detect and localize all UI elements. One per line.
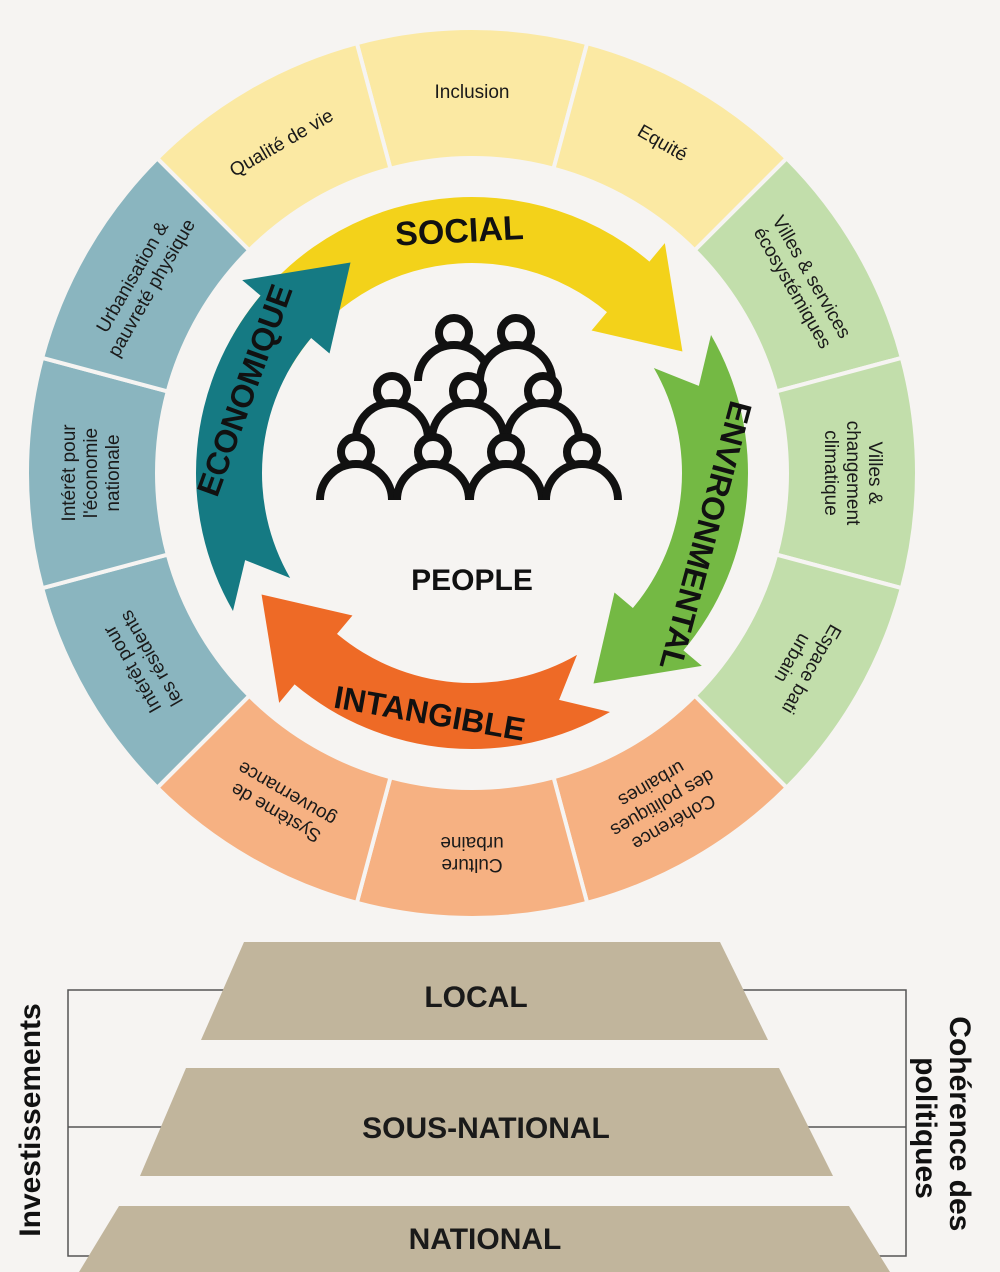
intangible-arrow: INTANGIBLE <box>261 594 610 749</box>
level-sous-national-label: SOUS-NATIONAL <box>362 1112 610 1145</box>
center-label: PEOPLE <box>411 564 533 597</box>
economique-arrow: ECONOMIQUE <box>190 262 351 611</box>
social-arrow-label: SOCIAL <box>394 209 524 254</box>
left-bracket <box>67 989 226 1257</box>
ring-segment-label: Cultureurbaine <box>440 832 503 875</box>
ring-segment-label-line: Villes & <box>864 441 885 504</box>
governance-levels: LOCAL SOUS-NATIONAL NATIONAL Investissem… <box>14 942 976 1272</box>
ring-segment-label-line: Intérêt pour <box>59 424 80 522</box>
ring-segment-label: Villes &changementclimatique <box>820 421 885 526</box>
social-arrow-shape <box>232 197 683 368</box>
economique-arrow-shape <box>196 262 351 611</box>
coherence-label-line1: Cohérence des <box>943 1016 976 1231</box>
investissements-label: Investissements <box>14 1003 47 1236</box>
ring-segment-label-line: nationale <box>103 434 124 511</box>
coherence-label-line2: politiques <box>909 1057 942 1199</box>
ring-segment-label-line: changement <box>842 421 863 526</box>
ring-segment-label-line: climatique <box>820 430 841 516</box>
ring-segment <box>154 40 393 254</box>
level-local <box>201 942 768 1040</box>
right-bracket <box>740 989 907 1257</box>
environmental-arrow: ENVIRONMENTAL <box>593 335 759 684</box>
people-group-icon <box>320 318 618 500</box>
coherence-label: Cohérence des politiques <box>909 1016 976 1239</box>
ring-segment-label-line: urbaine <box>440 832 503 853</box>
ring-segment-label-line: Inclusion <box>435 82 510 103</box>
environmental-arrow-shape <box>593 335 748 684</box>
intangible-arrow-shape <box>261 594 610 749</box>
level-local-label: LOCAL <box>424 981 527 1014</box>
level-national <box>79 1206 890 1272</box>
ring-segment-label-line: Culture <box>441 854 502 875</box>
level-sous-national <box>140 1068 833 1176</box>
ring-segment-label-line: l'économie <box>81 428 102 518</box>
level-national-label: NATIONAL <box>409 1223 562 1256</box>
ring-segment-label: Intérêt pourl'économienationale <box>59 424 124 522</box>
social-arrow: SOCIAL <box>232 197 683 368</box>
ring-segment-label: Inclusion <box>435 82 510 103</box>
